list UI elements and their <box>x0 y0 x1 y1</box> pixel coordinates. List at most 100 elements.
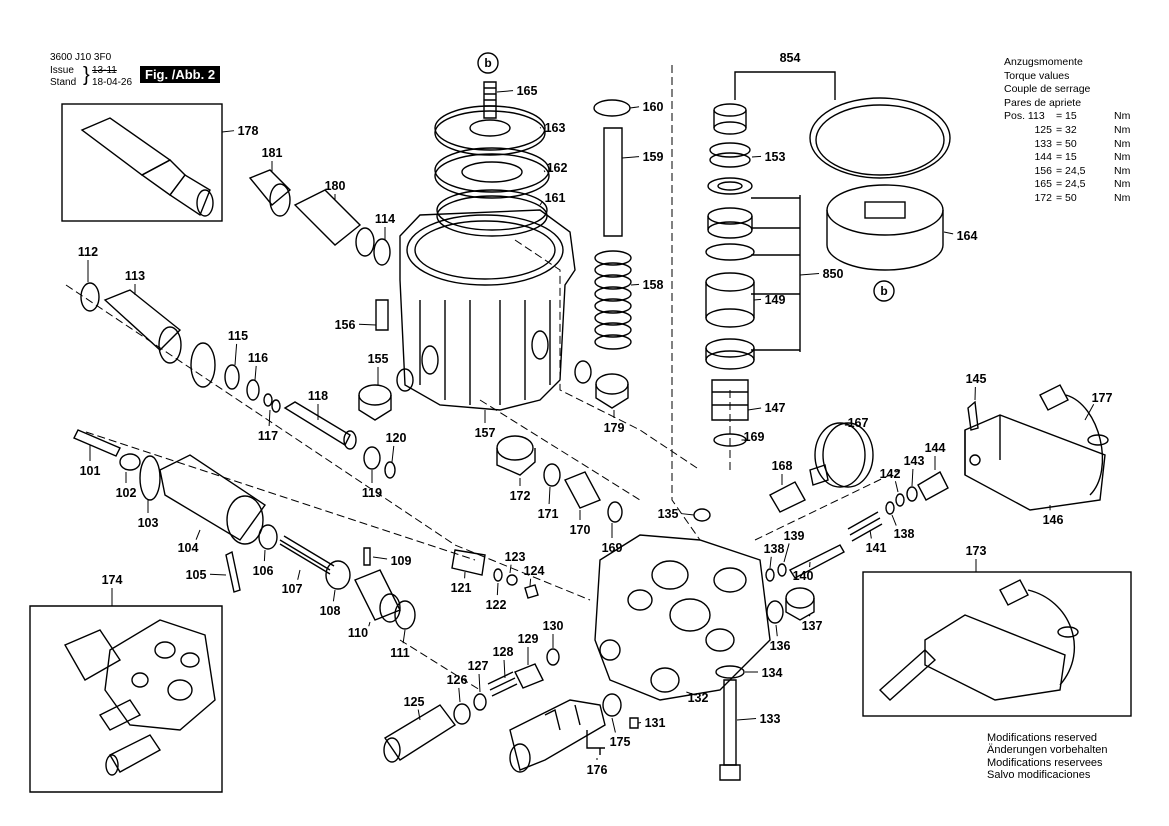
leader-159 <box>621 156 640 159</box>
fitting-113 <box>103 289 182 364</box>
callout-179: 179 <box>604 421 625 435</box>
leader-122 <box>496 582 499 596</box>
ref-marker-b-top: b <box>484 56 491 70</box>
ref-marker-b-ring-bottom <box>873 280 895 302</box>
switch-173-inset <box>878 579 1079 701</box>
leader-136 <box>775 624 778 637</box>
callout-162: 162 <box>547 161 568 175</box>
callout-119: 119 <box>362 486 382 500</box>
torque-unit: Nm <box>1114 110 1131 123</box>
callout-175: 175 <box>610 735 631 749</box>
ring-112 <box>80 282 100 312</box>
ring-122 <box>493 568 503 582</box>
torque-unit: Nm <box>1114 164 1131 177</box>
leader-175 <box>611 717 616 733</box>
bolt-133 <box>719 679 741 781</box>
callout-160: 160 <box>643 100 664 114</box>
leader-177 <box>1084 403 1095 421</box>
torque-row: Pos. 113 = 15 Nm <box>1004 110 1130 124</box>
leader-123 <box>509 564 512 574</box>
callout-146: 146 <box>1043 513 1064 527</box>
pump-174-inset <box>64 619 216 776</box>
callout-165: 165 <box>517 84 538 98</box>
stand-value: 18-04-26 <box>92 77 133 88</box>
callout-167: 167 <box>848 416 869 430</box>
callout-161: 161 <box>545 191 566 205</box>
seat-119 <box>363 446 381 470</box>
torque-title-en: Torque values <box>1004 69 1070 82</box>
leader-162 <box>543 170 546 173</box>
callout-115: 115 <box>228 329 248 343</box>
callout-128: 128 <box>493 645 514 659</box>
ring-120 <box>384 461 396 479</box>
screw-124 <box>524 584 539 599</box>
spring-107 <box>279 535 335 575</box>
leader-132 <box>686 691 696 696</box>
fitting-178 <box>80 117 214 217</box>
leader-138 <box>769 556 772 569</box>
torque-unit: Nm <box>1114 123 1131 136</box>
mod-de: Änderungen vorbehalten <box>987 744 1108 757</box>
callout-labels: 1651631621611601591581571561551531491471… <box>78 51 1113 777</box>
ring-114a <box>373 238 391 266</box>
callout-108: 108 <box>320 604 341 618</box>
callout-132: 132 <box>688 691 709 705</box>
bracket-854 <box>734 71 836 100</box>
fitting-125 <box>383 704 457 763</box>
callout-125: 125 <box>404 695 425 709</box>
spring-141 <box>847 511 883 542</box>
callout-127: 127 <box>468 659 489 673</box>
callout-102: 102 <box>116 486 137 500</box>
leader-107 <box>297 569 301 580</box>
leader-116 <box>254 365 257 381</box>
leader-143 <box>911 468 914 487</box>
callout-144: 144 <box>925 441 946 455</box>
ring-142 <box>895 493 905 507</box>
ring-126 <box>453 703 471 725</box>
leader-126 <box>458 687 461 703</box>
assembly-lines <box>65 65 901 691</box>
modifications-note: Modifications reserved Änderungen vorbeh… <box>987 732 1107 782</box>
torque-pos: Pos. 113 <box>1004 110 1045 123</box>
torque-pos: 165 <box>1034 178 1052 191</box>
callout-124: 124 <box>524 564 545 578</box>
bracket-850 <box>751 195 801 352</box>
callout-130: 130 <box>543 619 564 633</box>
torque-pos: 133 <box>1034 137 1052 150</box>
callout-106: 106 <box>253 564 274 578</box>
ring-114c <box>396 368 414 392</box>
callout-854: 854 <box>780 51 801 65</box>
seal-stack <box>705 103 755 447</box>
callout-147: 147 <box>765 401 786 415</box>
callout-157: 157 <box>475 426 496 440</box>
leader-135 <box>681 513 695 516</box>
leader-156 <box>358 323 377 326</box>
callout-159: 159 <box>643 150 664 164</box>
leader-178 <box>221 130 235 133</box>
leader-109 <box>372 556 388 560</box>
ring-116 <box>246 379 260 401</box>
leader-105 <box>209 573 227 576</box>
figure-label: Fig. /Abb. 2 <box>140 66 221 83</box>
fitting-144 <box>917 471 949 501</box>
torque-value: = 50 <box>1056 137 1077 150</box>
callout-118: 118 <box>308 389 328 403</box>
leader-147 <box>747 407 762 411</box>
callout-178: 178 <box>238 124 259 138</box>
leader-149 <box>753 298 762 301</box>
torque-value: = 15 <box>1056 110 1077 123</box>
valve-170 <box>564 471 601 509</box>
callout-117: 117 <box>258 429 278 443</box>
leader-125 <box>417 709 421 721</box>
callout-136: 136 <box>770 639 791 653</box>
ring-130 <box>546 648 560 666</box>
callout-180: 180 <box>325 179 346 193</box>
torque-value: = 24,5 <box>1056 164 1086 177</box>
gauge-167 <box>809 422 874 488</box>
leader-120 <box>391 445 395 463</box>
callout-172: 172 <box>510 489 531 503</box>
